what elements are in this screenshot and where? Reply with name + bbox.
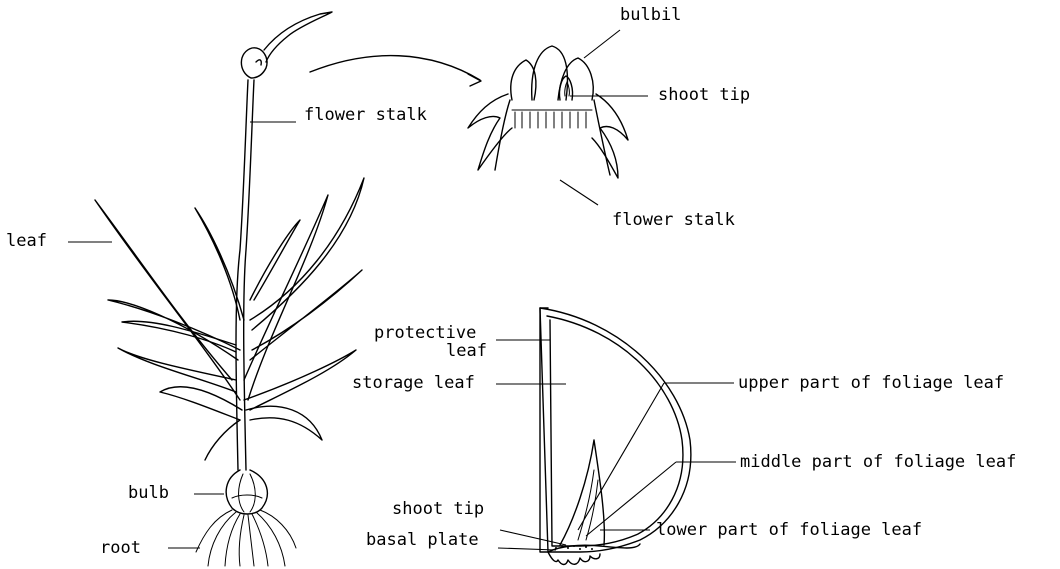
- flower-detail-illustration: [468, 46, 628, 178]
- leaves-drawing: [95, 178, 364, 460]
- flower-head-drawing: [241, 48, 267, 78]
- flower-stalk-drawing: [236, 80, 248, 470]
- arrow-to-detail: [310, 56, 480, 80]
- label-bulbil: bulbil: [620, 5, 681, 25]
- label-leaf: leaf: [6, 231, 47, 251]
- label-lower-foliage: lower part of foliage leaf: [656, 520, 922, 540]
- clove-outline: [540, 308, 691, 552]
- label-shoot-tip-detail: shoot tip: [658, 85, 750, 105]
- label-middle-foliage: middle part of foliage leaf: [740, 452, 1016, 472]
- foliage-leaf-drawing: [560, 440, 604, 545]
- label-storage-leaf: storage leaf: [352, 373, 475, 393]
- label-protective-leaf-line2: leaf: [446, 341, 487, 361]
- label-upper-foliage: upper part of foliage leaf: [738, 373, 1004, 393]
- label-protective-leaf-line1: protective: [374, 323, 476, 343]
- label-shoot-tip-bulb: shoot tip: [392, 499, 484, 519]
- bulb-drawing: [226, 470, 267, 514]
- label-flower-stalk-detail: flower stalk: [612, 210, 735, 230]
- label-flower-stalk-plant: flower stalk: [304, 105, 427, 125]
- roots-drawing: [196, 510, 296, 566]
- label-basal-plate: basal plate: [366, 530, 479, 550]
- label-root: root: [100, 538, 141, 558]
- label-bulb: bulb: [128, 483, 169, 503]
